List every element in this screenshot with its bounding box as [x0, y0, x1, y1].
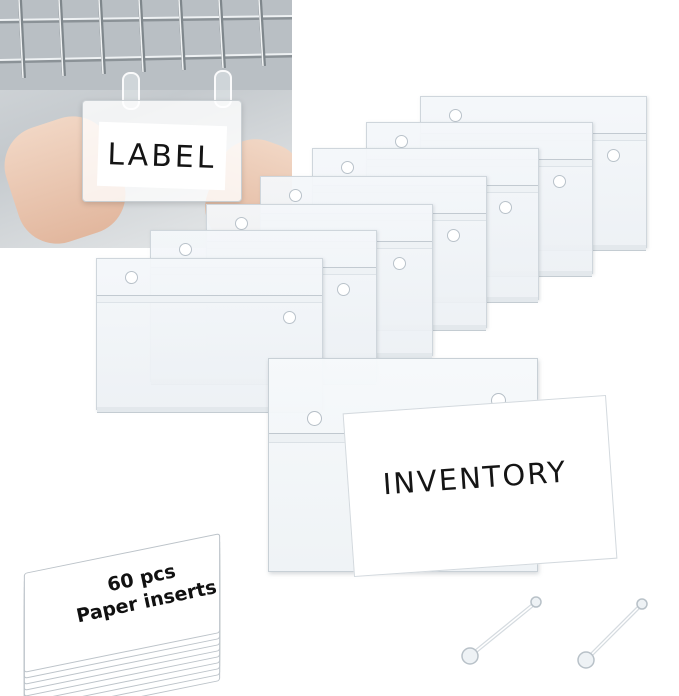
hang-hole: [283, 311, 296, 324]
hang-hole: [337, 283, 350, 296]
hang-hole: [125, 271, 138, 284]
plastic-connector-icon: [461, 596, 542, 665]
hang-hole: [307, 411, 322, 426]
hang-hole: [235, 217, 248, 230]
hang-hole: [393, 257, 406, 270]
hang-hole: [553, 175, 566, 188]
hang-hole: [289, 189, 302, 202]
plastic-connector-icon: [577, 598, 648, 669]
inset-usage-photo: LABEL: [0, 0, 292, 248]
holder-rail: [97, 295, 322, 303]
hang-hole: [607, 149, 620, 162]
hang-hole: [449, 109, 462, 122]
wire-shelf-icon: [0, 0, 292, 90]
hang-hole: [499, 201, 512, 214]
hang-hole: [395, 135, 408, 148]
hang-hole: [341, 161, 354, 174]
inset-label-text: LABEL: [96, 121, 228, 191]
hang-hole: [447, 229, 460, 242]
hang-hole: [179, 243, 192, 256]
holder-lip: [97, 407, 322, 413]
